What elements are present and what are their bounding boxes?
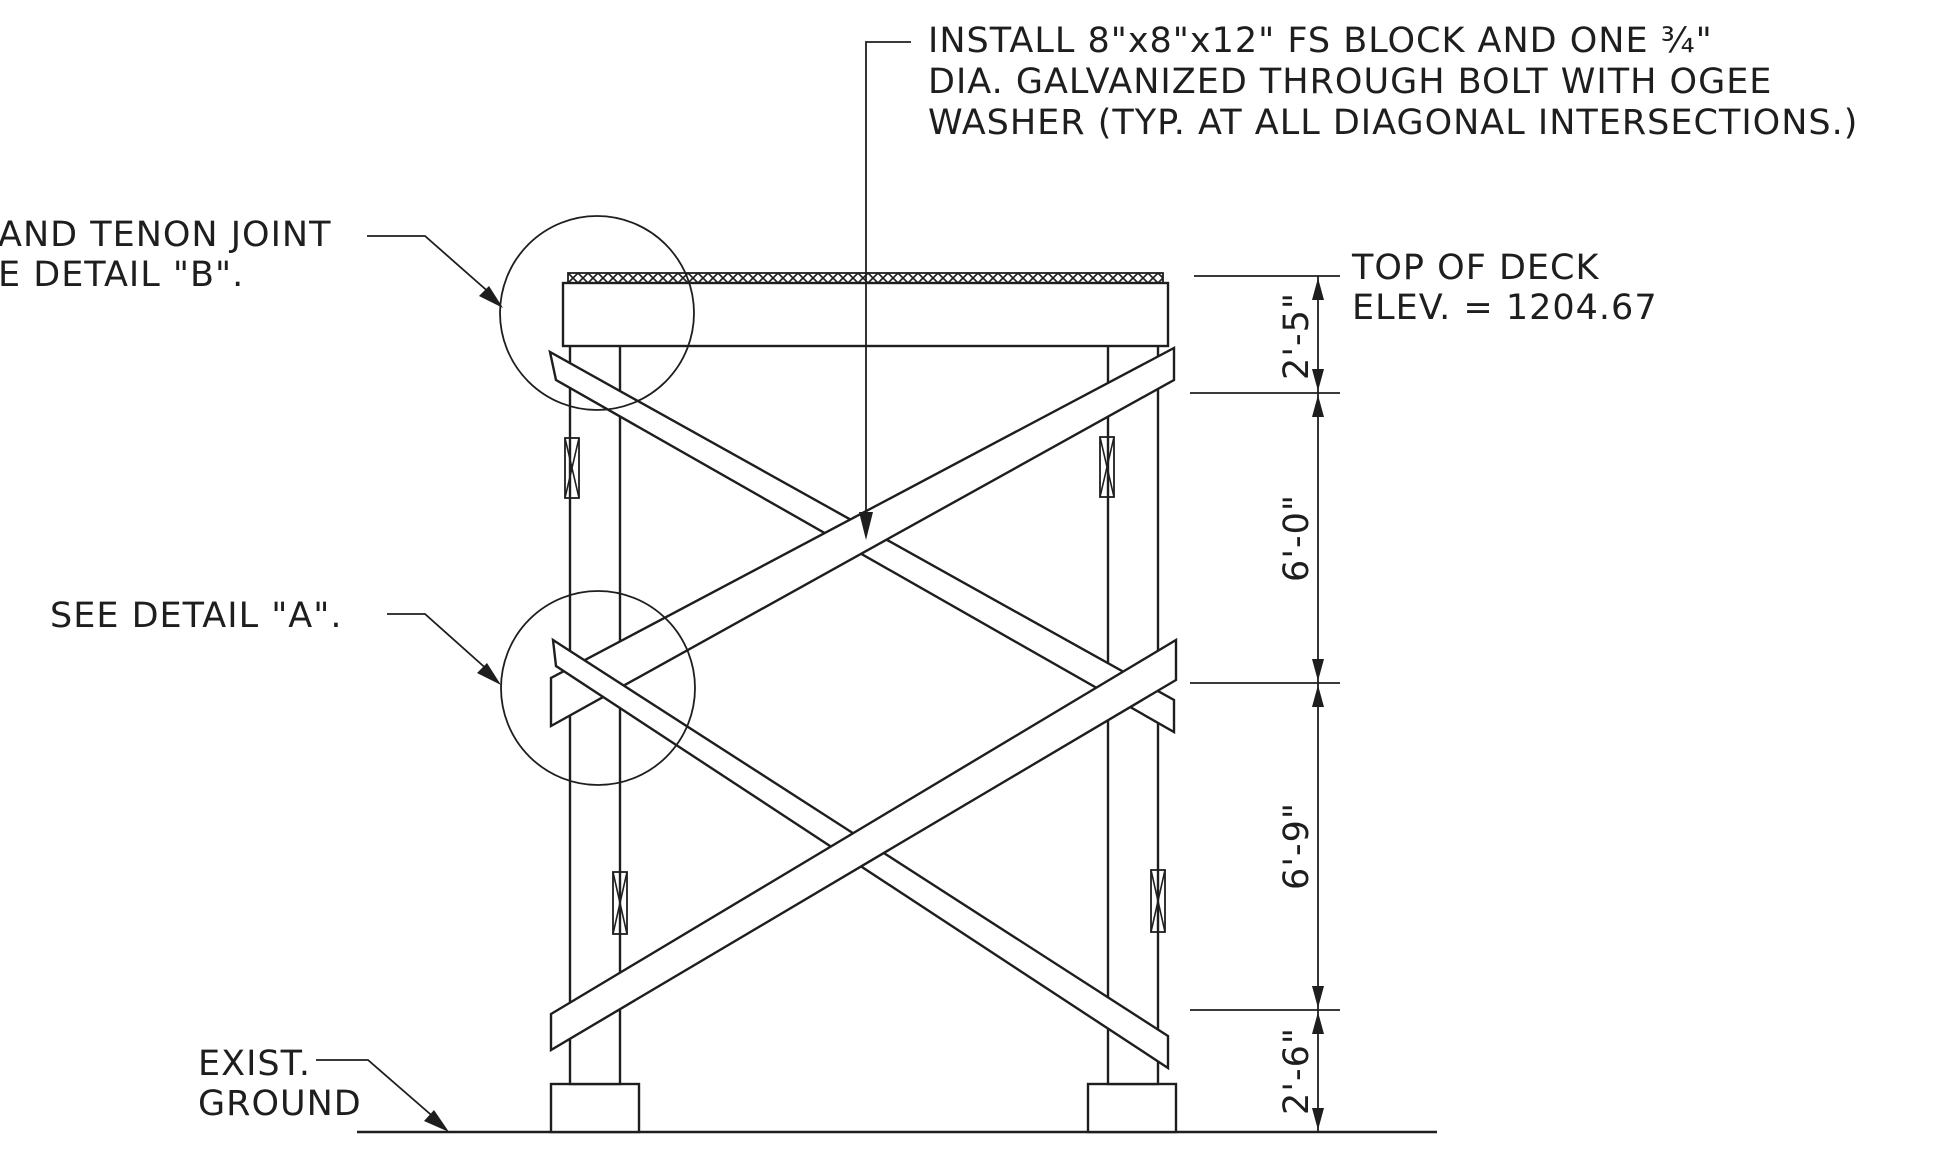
footing-right <box>1086 1082 1178 1134</box>
brace-upper-ascending <box>549 346 1176 729</box>
detail-a-note: SEE DETAIL "A". <box>50 596 342 636</box>
tenon-leader-arrow <box>479 286 503 308</box>
install-note-line2: DIA. GALVANIZED THROUGH BOLT WITH OGEE <box>928 62 1772 102</box>
tenon-note-line1: AND TENON JOINT <box>0 215 332 255</box>
ground-note-line2: GROUND <box>198 1084 362 1124</box>
spacer-block-lower-left <box>612 871 628 935</box>
deck-note-line1: TOP OF DECK <box>1351 248 1599 288</box>
spacer-block-lower-right <box>1150 869 1166 933</box>
deck-note-line2: ELEV. = 1204.67 <box>1352 288 1658 328</box>
ground-leader <box>316 1059 438 1121</box>
install-leader-arrow <box>859 512 873 540</box>
install-note-line1: INSTALL 8"x8"x12" FS BLOCK AND ONE ¾" <box>928 21 1713 61</box>
install-leader <box>865 41 911 520</box>
spacer-block-upper-left <box>564 437 580 499</box>
detail-a-leader <box>387 613 491 673</box>
ground-leader-arrow <box>424 1110 449 1132</box>
detail-a-leader-arrow <box>477 663 501 685</box>
tenon-leader <box>367 235 493 296</box>
dim-text-6-9: 6'-9" <box>1277 802 1317 890</box>
tenon-note-line2: E DETAIL "B". <box>0 255 244 295</box>
dim-text-6-0: 6'-0" <box>1277 494 1317 582</box>
ground-note-line1: EXIST. <box>198 1044 311 1084</box>
dimension-arrows <box>1312 278 1324 1130</box>
detail-b-circle <box>499 215 695 411</box>
post-left <box>568 343 622 1086</box>
dim-text-2-5: 2'-5" <box>1277 292 1317 380</box>
detail-a-circle <box>500 590 696 786</box>
footing-left <box>549 1082 641 1134</box>
brace-lower-ascending <box>549 637 1178 1053</box>
spacer-block-upper-right <box>1099 436 1115 498</box>
dim-text-2-6: 2'-6" <box>1277 1027 1317 1115</box>
install-note-line3: WASHER (TYP. AT ALL DIAGONAL INTERSECTIO… <box>928 103 1858 143</box>
